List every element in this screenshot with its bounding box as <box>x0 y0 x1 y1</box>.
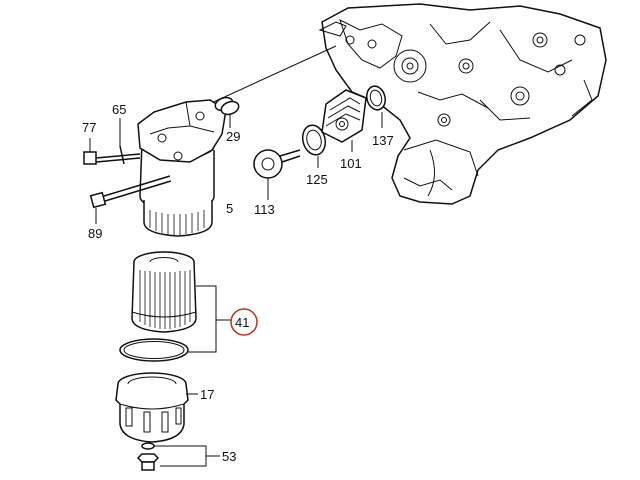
label-part-113: 113 <box>254 202 275 217</box>
label-part-137: 137 <box>372 133 394 148</box>
label-part-65: 65 <box>112 102 126 117</box>
washer-part-65 <box>119 118 125 165</box>
oil-filter-o-ring <box>119 338 189 362</box>
engine-block-drawing <box>318 3 607 205</box>
label-part-89: 89 <box>88 226 102 241</box>
label-part-101: 101 <box>340 156 362 171</box>
bolt-part-89 <box>89 175 172 224</box>
housing-mount-leader <box>195 45 337 111</box>
label-part-5: 5 <box>226 201 233 216</box>
label-part-29: 29 <box>226 129 240 144</box>
drain-plug-part-53 <box>136 442 220 471</box>
label-part-125: 125 <box>306 172 328 187</box>
seal-part-125 <box>301 124 327 168</box>
bolt-part-77 <box>83 138 141 165</box>
oil-cooler-part-101 <box>321 89 367 152</box>
kit-41-bracket <box>188 285 217 353</box>
label-part-53: 53 <box>222 449 236 464</box>
highlight-circle-41 <box>230 308 258 336</box>
label-part-41: 41 <box>235 315 249 330</box>
label-part-17: 17 <box>200 387 214 402</box>
seal-part-29 <box>214 96 240 128</box>
union-part-113 <box>253 149 301 200</box>
o-ring-part-137 <box>366 85 386 128</box>
oil-filter-housing-part-5 <box>137 99 227 237</box>
label-part-77: 77 <box>82 120 96 135</box>
filter-cover-part-17 <box>115 372 198 443</box>
oil-filter-element <box>131 251 197 333</box>
